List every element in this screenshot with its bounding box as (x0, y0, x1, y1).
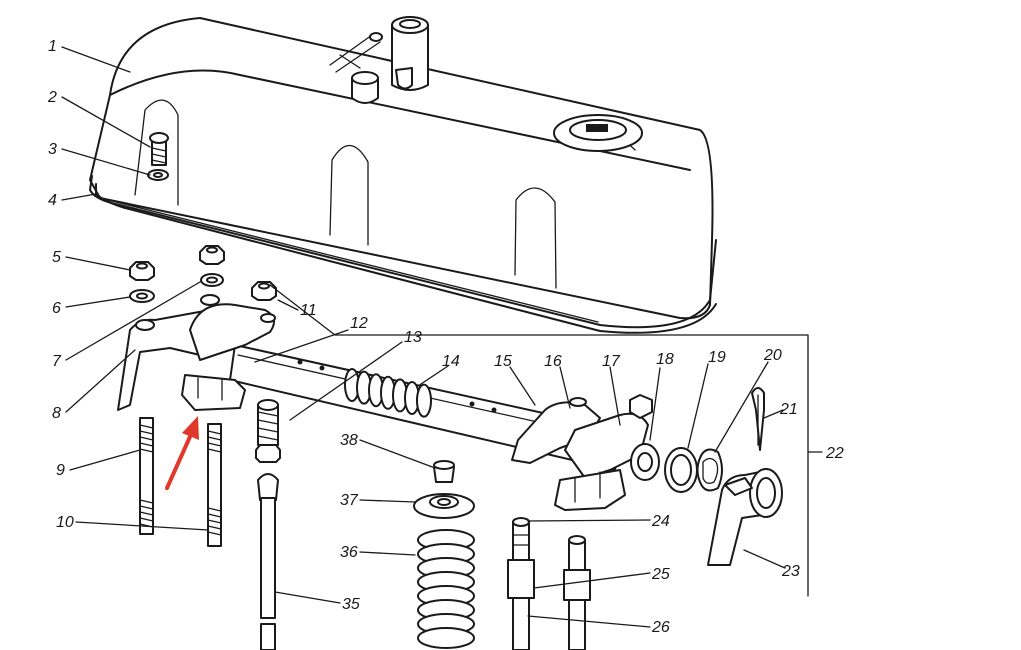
spring-cap (413, 493, 475, 519)
valve-guide (563, 535, 591, 650)
shaft-spring (344, 368, 432, 418)
rocker-nut (129, 261, 155, 281)
callout-13: 13 (404, 329, 422, 346)
callout-2: 2 (47, 89, 57, 106)
callout-5: 5 (52, 249, 61, 266)
red-arrow (165, 416, 199, 490)
callout-4: 4 (48, 192, 57, 209)
callout-35: 35 (342, 596, 360, 613)
upper-nut (199, 245, 225, 287)
callout-7: 7 (52, 353, 62, 370)
callout-14: 14 (442, 353, 460, 370)
bracket-nut (251, 281, 277, 301)
callout-19: 19 (708, 349, 726, 366)
callout-22: 22 (825, 445, 844, 462)
callout-6: 6 (52, 300, 61, 317)
left-rocker-assembly (117, 294, 276, 411)
spring14-coil (416, 383, 432, 418)
callout-1: 1 (48, 38, 57, 55)
rocker-washer (129, 289, 155, 303)
callout-26: 26 (651, 619, 670, 636)
callout-38: 38 (340, 432, 358, 449)
callout-21: 21 (779, 401, 798, 418)
end-washer (664, 447, 698, 493)
stud-left (139, 417, 154, 535)
adjusting-screw (255, 399, 281, 463)
callout-8: 8 (52, 405, 61, 422)
callout-23: 23 (781, 563, 800, 580)
callout-36: 36 (340, 544, 358, 561)
callout-15: 15 (494, 353, 512, 370)
callout-17: 17 (602, 353, 621, 370)
callout-11: 11 (300, 302, 317, 319)
valve (507, 517, 535, 650)
rocker-arm (707, 468, 783, 566)
right-rocker-assembly (511, 394, 660, 511)
callout-10: 10 (56, 514, 74, 531)
callout-25: 25 (651, 566, 670, 583)
gasket (89, 175, 717, 334)
valve-cover (89, 16, 714, 320)
valve-cotter (433, 460, 455, 483)
callout-37: 37 (340, 492, 359, 509)
callout-9: 9 (56, 462, 65, 479)
split-pin (751, 387, 765, 451)
cover-screw (149, 132, 169, 166)
stud-right (207, 423, 222, 547)
callout-3: 3 (48, 141, 57, 158)
leader-lines (61, 46, 786, 628)
callout-18: 18 (656, 351, 674, 368)
callout-16: 16 (544, 353, 562, 370)
callout-20: 20 (763, 347, 782, 364)
pushrod (257, 473, 279, 650)
valve-spring (417, 529, 475, 649)
spring-washer (696, 448, 723, 492)
assembly-bracket-line (269, 284, 809, 597)
callout-labels: 1 2 3 4 5 6 7 8 9 10 11 12 13 14 15 16 1… (47, 38, 844, 636)
cover-washer (147, 169, 169, 181)
spring36-coil (417, 627, 475, 649)
callout-24: 24 (651, 513, 670, 530)
callout-12: 12 (350, 315, 368, 332)
